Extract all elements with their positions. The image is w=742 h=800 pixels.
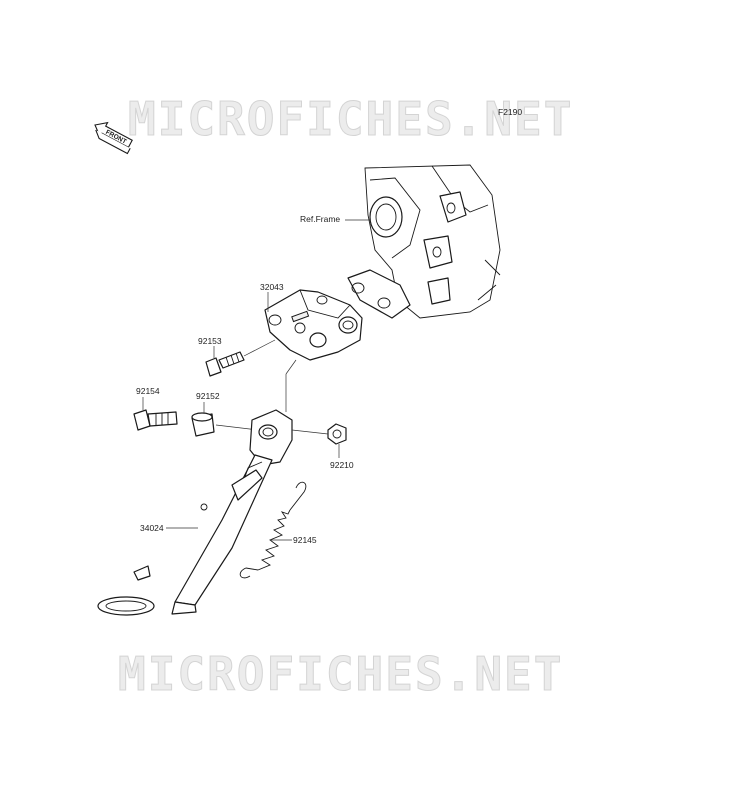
bolt-92153 (205, 339, 276, 377)
part-label-92153: 92153 (198, 336, 222, 346)
ref-frame-label: Ref.Frame (300, 214, 340, 224)
bolt-92154 (133, 409, 178, 431)
part-label-92145: 92145 (293, 535, 317, 545)
front-arrow-icon: FRONT (94, 121, 133, 155)
part-label-92210: 92210 (330, 460, 354, 470)
part-label-32043: 32043 (260, 282, 284, 292)
frame-reference (345, 164, 501, 319)
bracket-32043 (264, 289, 363, 361)
watermark-bottom: MICROFICHES.NET (118, 647, 563, 701)
part-label-92154: 92154 (136, 386, 160, 396)
collar-92152 (191, 412, 259, 437)
part-label-34024: 34024 (140, 523, 164, 533)
part-label-92152: 92152 (196, 391, 220, 401)
side-stand-34024 (97, 359, 297, 616)
nut-92210 (291, 423, 347, 445)
spring-92145 (239, 481, 307, 579)
diagram-code: F2190 (498, 107, 522, 117)
watermark-top: MICROFICHES.NET (128, 92, 573, 146)
